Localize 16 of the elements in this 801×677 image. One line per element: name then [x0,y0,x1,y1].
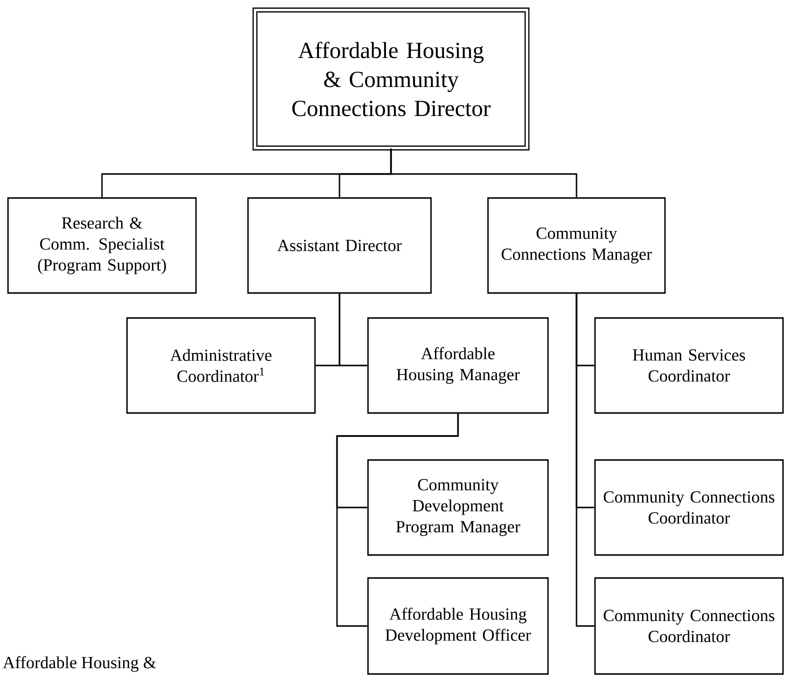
position-box: Affordable Housing Development Officer [367,577,549,675]
position-box: Affordable Housing Manager [367,317,549,414]
connector-line [338,294,368,366]
position-box: Community Connections Manager [487,197,666,294]
position-box: Community Development Program Manager [367,459,549,556]
position-box: Administrative Coordinator$^{1}$ [126,317,316,414]
position-box: Research & Comm. Specialist (Program Support) [7,197,197,294]
note-text: Affordable Housing & [2,656,156,672]
position-box: Community Connections Coordinator [594,459,784,556]
connector-line [576,294,594,627]
position-box: Human Services Coordinator [594,317,784,414]
connector-line [390,148,578,198]
title-box: Affordable Housing & Community Connections Director [252,8,530,150]
connector-line [336,414,459,627]
position-box: Community Connections Coordinator [594,577,784,675]
position-box: Assistant Director [247,197,432,294]
